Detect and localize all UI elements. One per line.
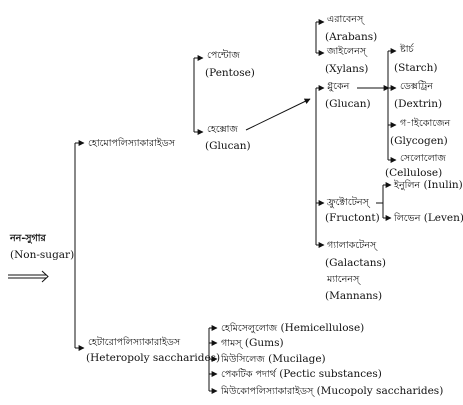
mucopolysaccharides-label: মিউকোপলিস্যাকারাইডস্ (Mucopoly saccharid… bbox=[221, 385, 444, 397]
dextrin-label-bn: ডেক্সট্রিন bbox=[400, 81, 433, 92]
gums-label: গামস্ (Gums) bbox=[221, 337, 284, 349]
xylans-label-bn: জাইলেনস্ bbox=[327, 46, 367, 57]
cellulose-label-bn: সেলোলোজ bbox=[400, 153, 446, 164]
starch-label-en: (Starch) bbox=[394, 62, 438, 74]
fructans-label-bn: ফ্রুক্টোটেনস্ bbox=[327, 197, 369, 208]
root-label-bn: নন-সুগার bbox=[10, 233, 46, 244]
mucilage-label: মিউসিলেজ (Mucilage) bbox=[221, 353, 326, 365]
homopolysaccharides-label: হোমোপলিস্যাকারাইডস bbox=[88, 138, 176, 149]
hexose-label-en: (Glucan) bbox=[205, 140, 251, 152]
pentose-label-bn: পেন্টোজ bbox=[207, 50, 240, 61]
mannans-label-bn: ম্যানেনস্ bbox=[327, 274, 360, 285]
glucan-label-en: (Glucan) bbox=[325, 98, 371, 110]
glycogen-label-en: (Glycogen) bbox=[390, 135, 448, 147]
inulin-label: ইনুলিন (Inulin) bbox=[394, 179, 463, 191]
mannans-label-en: (Mannans) bbox=[325, 290, 383, 302]
leven-label: লিভেন (Leven) bbox=[394, 212, 463, 224]
galactans-label-bn: গ্যালাকটেনস্ bbox=[327, 240, 377, 251]
glycogen-label-bn: গ-াইকোজেন bbox=[400, 118, 451, 129]
arabans-label-bn: এরাবেনস্ bbox=[327, 14, 364, 25]
galactans-label-en: (Galactans) bbox=[325, 257, 386, 269]
xylans-label-en: (Xylans) bbox=[325, 63, 369, 75]
glucan-label-bn: গ্লুকেন bbox=[327, 81, 350, 92]
hemicellulose-label: হেমিসেলুলোজ (Hemicellulose) bbox=[221, 322, 365, 334]
pectic-substances-label: পেকটিক পদার্থ (Pectic substances) bbox=[221, 368, 382, 380]
root-label-en: (Non-sugar) bbox=[10, 249, 75, 261]
dextrin-label-en: (Dextrin) bbox=[394, 98, 443, 110]
cellulose-label-en: (Cellulose) bbox=[385, 167, 443, 179]
heteropolysaccharides-label-bn: হেটারোপলিস্যাকারাইডস bbox=[88, 337, 181, 348]
hexose-label-bn: হেক্সোজ bbox=[207, 124, 238, 135]
heteropolysaccharides-label-en: (Heteropoly saccharides) bbox=[86, 352, 221, 364]
arabans-label-en: (Arabans) bbox=[325, 31, 378, 43]
starch-label-bn: ষ্টার্চ bbox=[400, 44, 414, 55]
fructans-label-en: (Fructont) bbox=[325, 212, 380, 224]
pentose-label-en: (Pentose) bbox=[205, 67, 255, 79]
